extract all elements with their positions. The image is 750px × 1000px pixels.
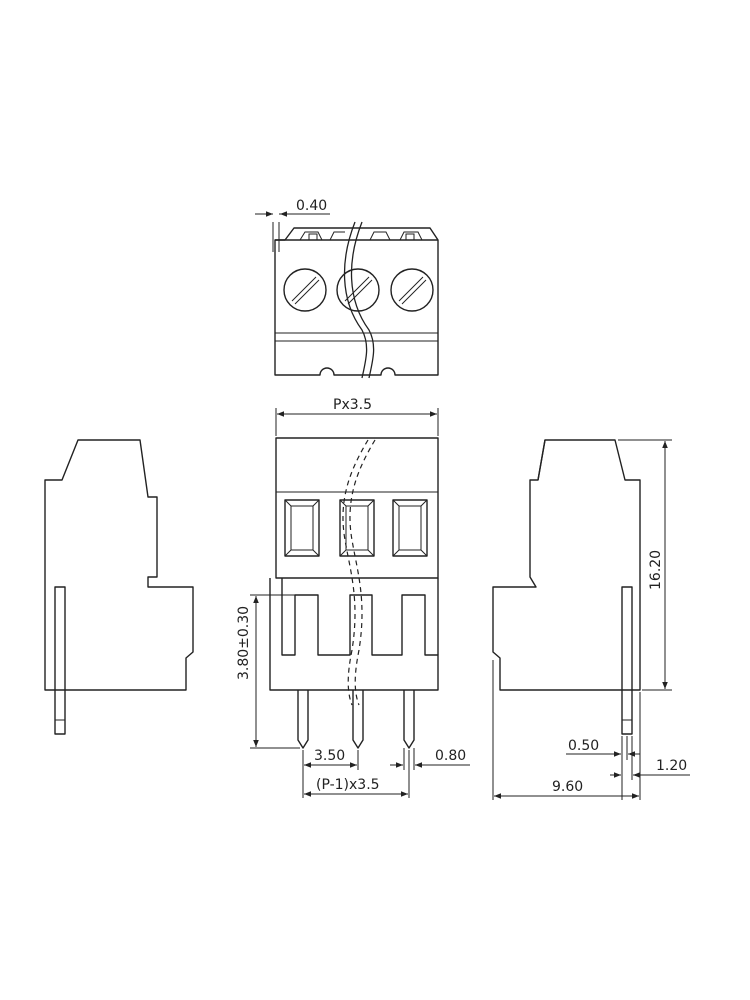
- pin: [403, 690, 415, 749]
- break-line: [350, 221, 375, 379]
- top-notch: [329, 231, 345, 241]
- pin: [352, 690, 364, 749]
- left-side-outline: [44, 439, 194, 691]
- wire-entry: [392, 499, 428, 557]
- wire-entry: [339, 499, 375, 557]
- dim-label-pin-width: 0.80: [435, 748, 466, 764]
- right-side-outline: [492, 439, 641, 691]
- screw-icon: [336, 268, 380, 312]
- dim-label-height: 16.20: [648, 550, 664, 590]
- right-side-view: 16.20 0.50 1.20 9.60: [492, 439, 690, 800]
- right-side-edge: [537, 439, 546, 481]
- break-line: [349, 439, 376, 706]
- dim-label-top-gap: 0.40: [296, 198, 327, 214]
- screw-icon: [283, 268, 327, 312]
- wire-entry: [284, 499, 320, 557]
- dim-label-pitch: 3.50: [314, 748, 345, 764]
- dim-label-pin-length: 3.80±0.30: [236, 606, 252, 680]
- break-line: [343, 221, 368, 379]
- top-view-outline: [274, 227, 439, 376]
- dim-label-pin-offset: 1.20: [656, 758, 687, 774]
- break-line: [342, 439, 369, 706]
- dim-label-total-width: Px3.5: [333, 397, 372, 413]
- top-notch-slot: [308, 233, 318, 241]
- dim-label-pin-thickness: 0.50: [568, 738, 599, 754]
- front-view: Px3.5 3.80±0.30 3.50 0.80 (P-1)x3.5: [236, 397, 470, 798]
- top-notch: [399, 231, 423, 241]
- top-notch: [369, 231, 391, 241]
- left-side-pin: [54, 586, 66, 735]
- left-side-view: [44, 439, 194, 735]
- pin: [297, 690, 309, 749]
- top-view: 0.40: [255, 198, 439, 379]
- front-lower-housing: [269, 578, 439, 691]
- screw-icon: [390, 268, 434, 312]
- top-notch: [299, 231, 323, 241]
- dim-label-pitch-span: (P-1)x3.5: [316, 777, 380, 793]
- right-side-pin: [621, 586, 633, 735]
- top-notch-slot: [405, 233, 415, 241]
- dim-label-depth: 9.60: [552, 779, 583, 795]
